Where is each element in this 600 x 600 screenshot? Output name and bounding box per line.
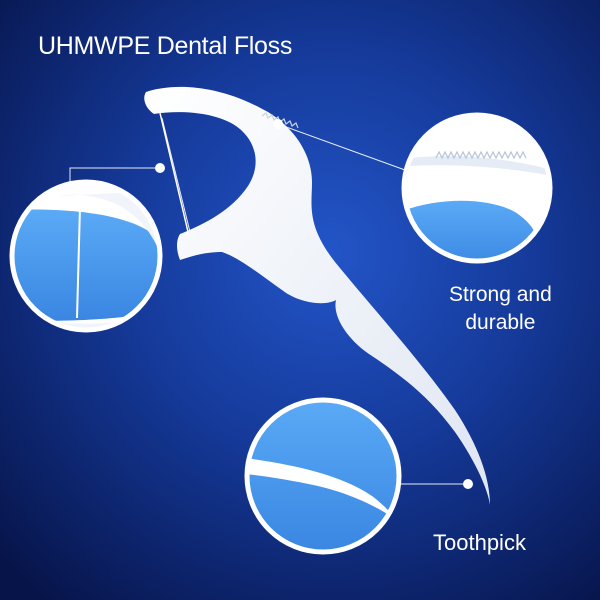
floss-thread	[159, 112, 190, 237]
toothpick-callout: Toothpick	[433, 530, 526, 555]
floss-pick-body	[144, 86, 490, 505]
connector-dots	[155, 119, 473, 489]
product-title: UHMWPE Dental Floss	[38, 32, 293, 60]
zoom-circle-toothpick-tip	[244, 397, 402, 555]
strength-callout-line2: durable	[465, 311, 536, 334]
strength-callout: Strong and durable	[449, 281, 552, 337]
strength-callout-line1: Strong and	[449, 283, 552, 306]
